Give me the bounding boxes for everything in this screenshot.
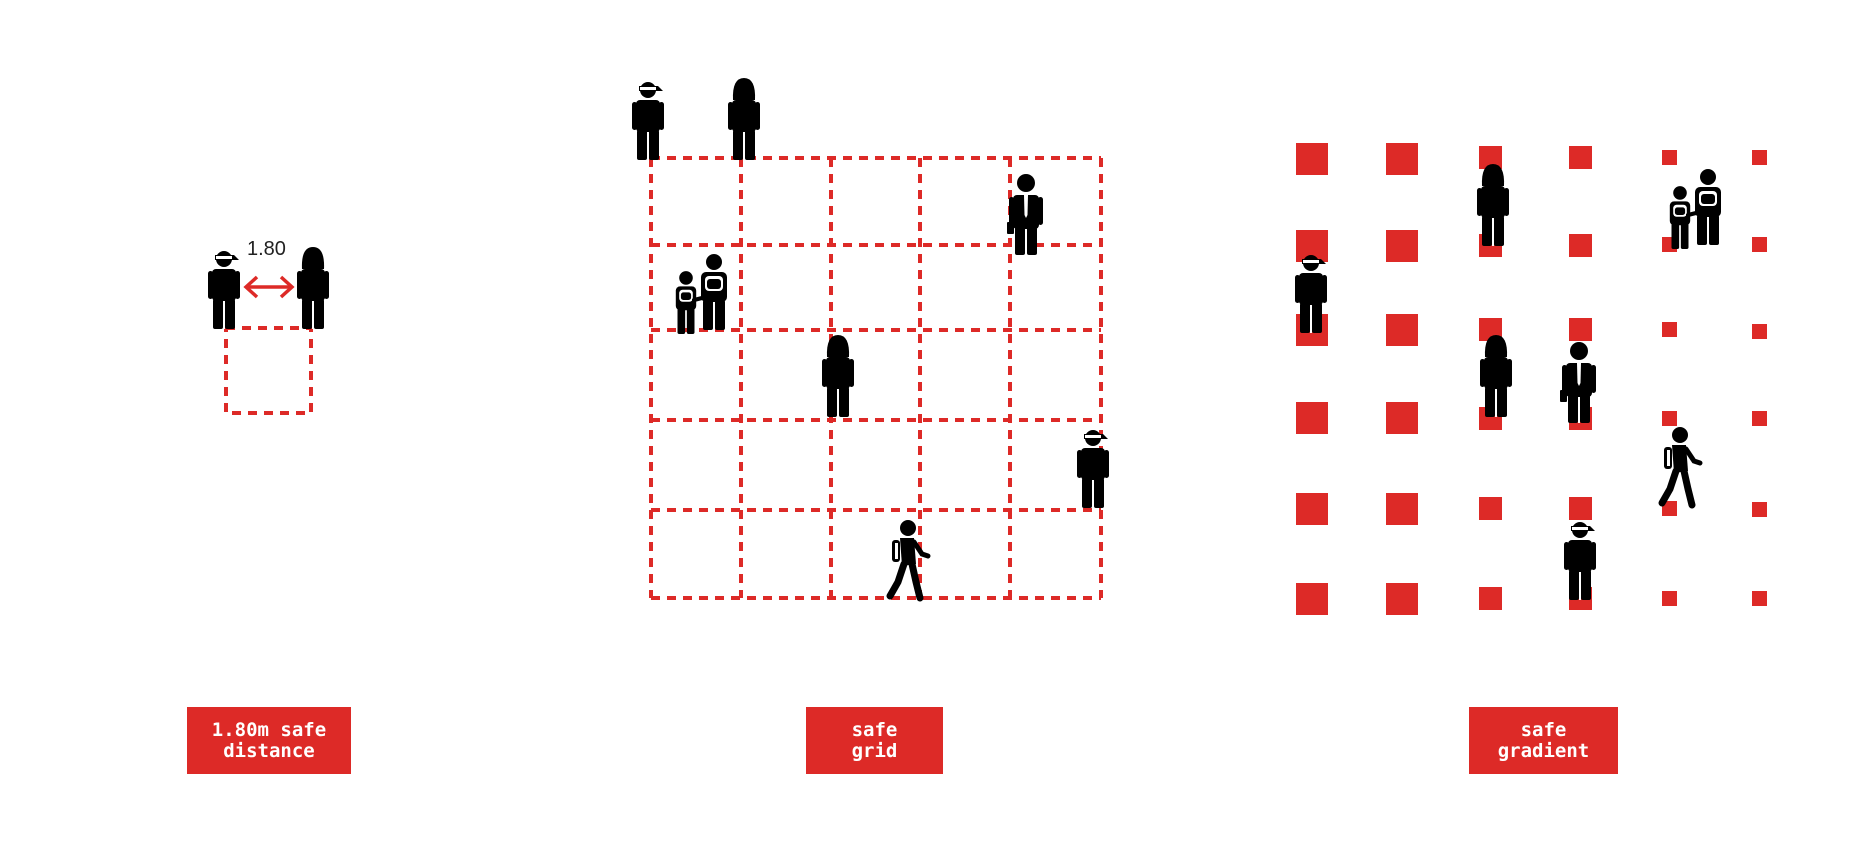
safe-distance-dashed-square: [224, 326, 313, 415]
children-backpack-icon: [1667, 167, 1723, 251]
person-businessman-icon: [1006, 173, 1044, 256]
children-backpack-icon: [673, 252, 729, 336]
safe-gradient-label: safe gradient: [1469, 707, 1618, 774]
safe-gradient-label-line1: safe: [1520, 718, 1567, 741]
person-woman-icon: [821, 334, 855, 418]
person-woman-icon: [727, 77, 761, 161]
safe-distance-label-line1: 1.80m safe: [211, 718, 327, 741]
distance-label: 1.80: [247, 238, 286, 260]
person-woman-icon: [1479, 334, 1513, 418]
person-walking-backpack-icon: [890, 520, 928, 598]
safe-gradient-label-line2: gradient: [1497, 739, 1590, 762]
person-walking-backpack-icon: [1662, 427, 1700, 505]
panel-safe-distance: [207, 246, 330, 415]
safe-distance-label-line2: distance: [223, 739, 315, 762]
person-woman-icon: [296, 246, 330, 330]
safe-grid-label: safe grid: [806, 707, 943, 774]
safe-grid-label-line1: safe: [851, 718, 898, 741]
safe-distance-label: 1.80m safe distance: [187, 707, 351, 774]
safe-grid-label-line2: grid: [851, 739, 898, 762]
person-cap-icon: [631, 81, 665, 161]
panel-safe-grid: [631, 77, 1110, 598]
double-arrow-icon: [243, 275, 295, 299]
person-woman-icon: [1476, 163, 1510, 247]
panel-safe-gradient: [1294, 143, 1767, 615]
person-cap-icon: [207, 250, 241, 330]
person-cap-icon: [1076, 429, 1110, 509]
